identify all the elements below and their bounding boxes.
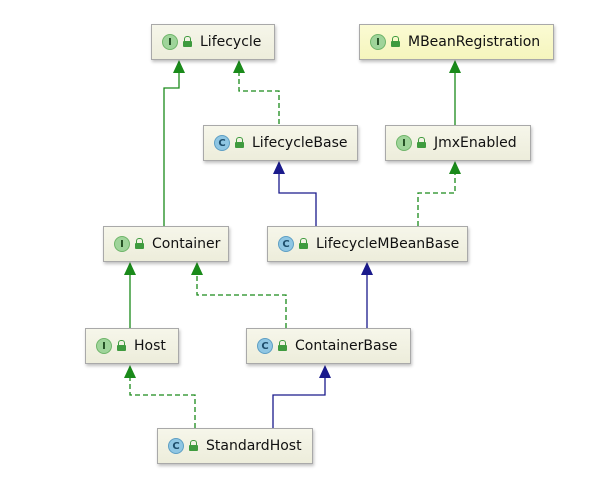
public-lock-icon xyxy=(235,137,244,149)
edge-jmxenabled-extends-mbeanregistration xyxy=(449,60,461,125)
edge-standardhost-extends-containerbase xyxy=(272,365,331,428)
node-label: LifecycleBase xyxy=(252,135,348,151)
interface-icon: I xyxy=(162,34,178,50)
node-jmxenabled[interactable]: I JmxEnabled xyxy=(385,125,531,161)
node-standardhost[interactable]: C StandardHost xyxy=(157,428,313,464)
public-lock-icon xyxy=(417,137,426,149)
class-icon: C xyxy=(214,135,230,151)
node-containerbase[interactable]: C ContainerBase xyxy=(246,328,411,364)
public-lock-icon xyxy=(183,36,192,48)
edge-lifecyclembeanbase-implements-jmxenabled xyxy=(417,161,461,226)
edge-standardhost-implements-host xyxy=(124,365,196,428)
interface-icon: I xyxy=(96,338,112,354)
node-label: Container xyxy=(152,236,221,252)
public-lock-icon xyxy=(391,36,400,48)
node-lifecyclebase[interactable]: C LifecycleBase xyxy=(203,125,358,161)
node-label: StandardHost xyxy=(206,438,302,454)
public-lock-icon xyxy=(117,340,126,352)
interface-icon: I xyxy=(370,34,386,50)
class-icon: C xyxy=(257,338,273,354)
public-lock-icon xyxy=(189,440,198,452)
node-label: LifecycleMBeanBase xyxy=(316,236,460,252)
node-label: Lifecycle xyxy=(200,34,262,50)
edge-lifecyclembeanbase-extends-lifecyclebase xyxy=(273,161,317,226)
node-lifecycle[interactable]: I Lifecycle xyxy=(151,24,275,60)
node-label: ContainerBase xyxy=(295,338,398,354)
node-label: Host xyxy=(134,338,166,354)
node-container[interactable]: I Container xyxy=(103,226,229,262)
class-icon: C xyxy=(278,236,294,252)
edge-lifecyclebase-implements-lifecycle xyxy=(233,60,280,124)
public-lock-icon xyxy=(299,238,308,250)
node-mbeanregistration[interactable]: I MBeanRegistration xyxy=(359,24,554,60)
edge-container-extends-lifecycle xyxy=(163,60,185,226)
node-lifecyclembeanbase[interactable]: C LifecycleMBeanBase xyxy=(267,226,468,262)
edge-containerbase-implements-container xyxy=(191,262,287,328)
interface-icon: I xyxy=(396,135,412,151)
public-lock-icon xyxy=(135,238,144,250)
node-label: MBeanRegistration xyxy=(408,34,541,50)
node-label: JmxEnabled xyxy=(434,135,517,151)
edge-containerbase-extends-lifecyclembeanbase xyxy=(361,262,373,328)
class-icon: C xyxy=(168,438,184,454)
node-host[interactable]: I Host xyxy=(85,328,179,364)
public-lock-icon xyxy=(278,340,287,352)
edge-host-extends-container xyxy=(124,262,136,328)
interface-icon: I xyxy=(114,236,130,252)
